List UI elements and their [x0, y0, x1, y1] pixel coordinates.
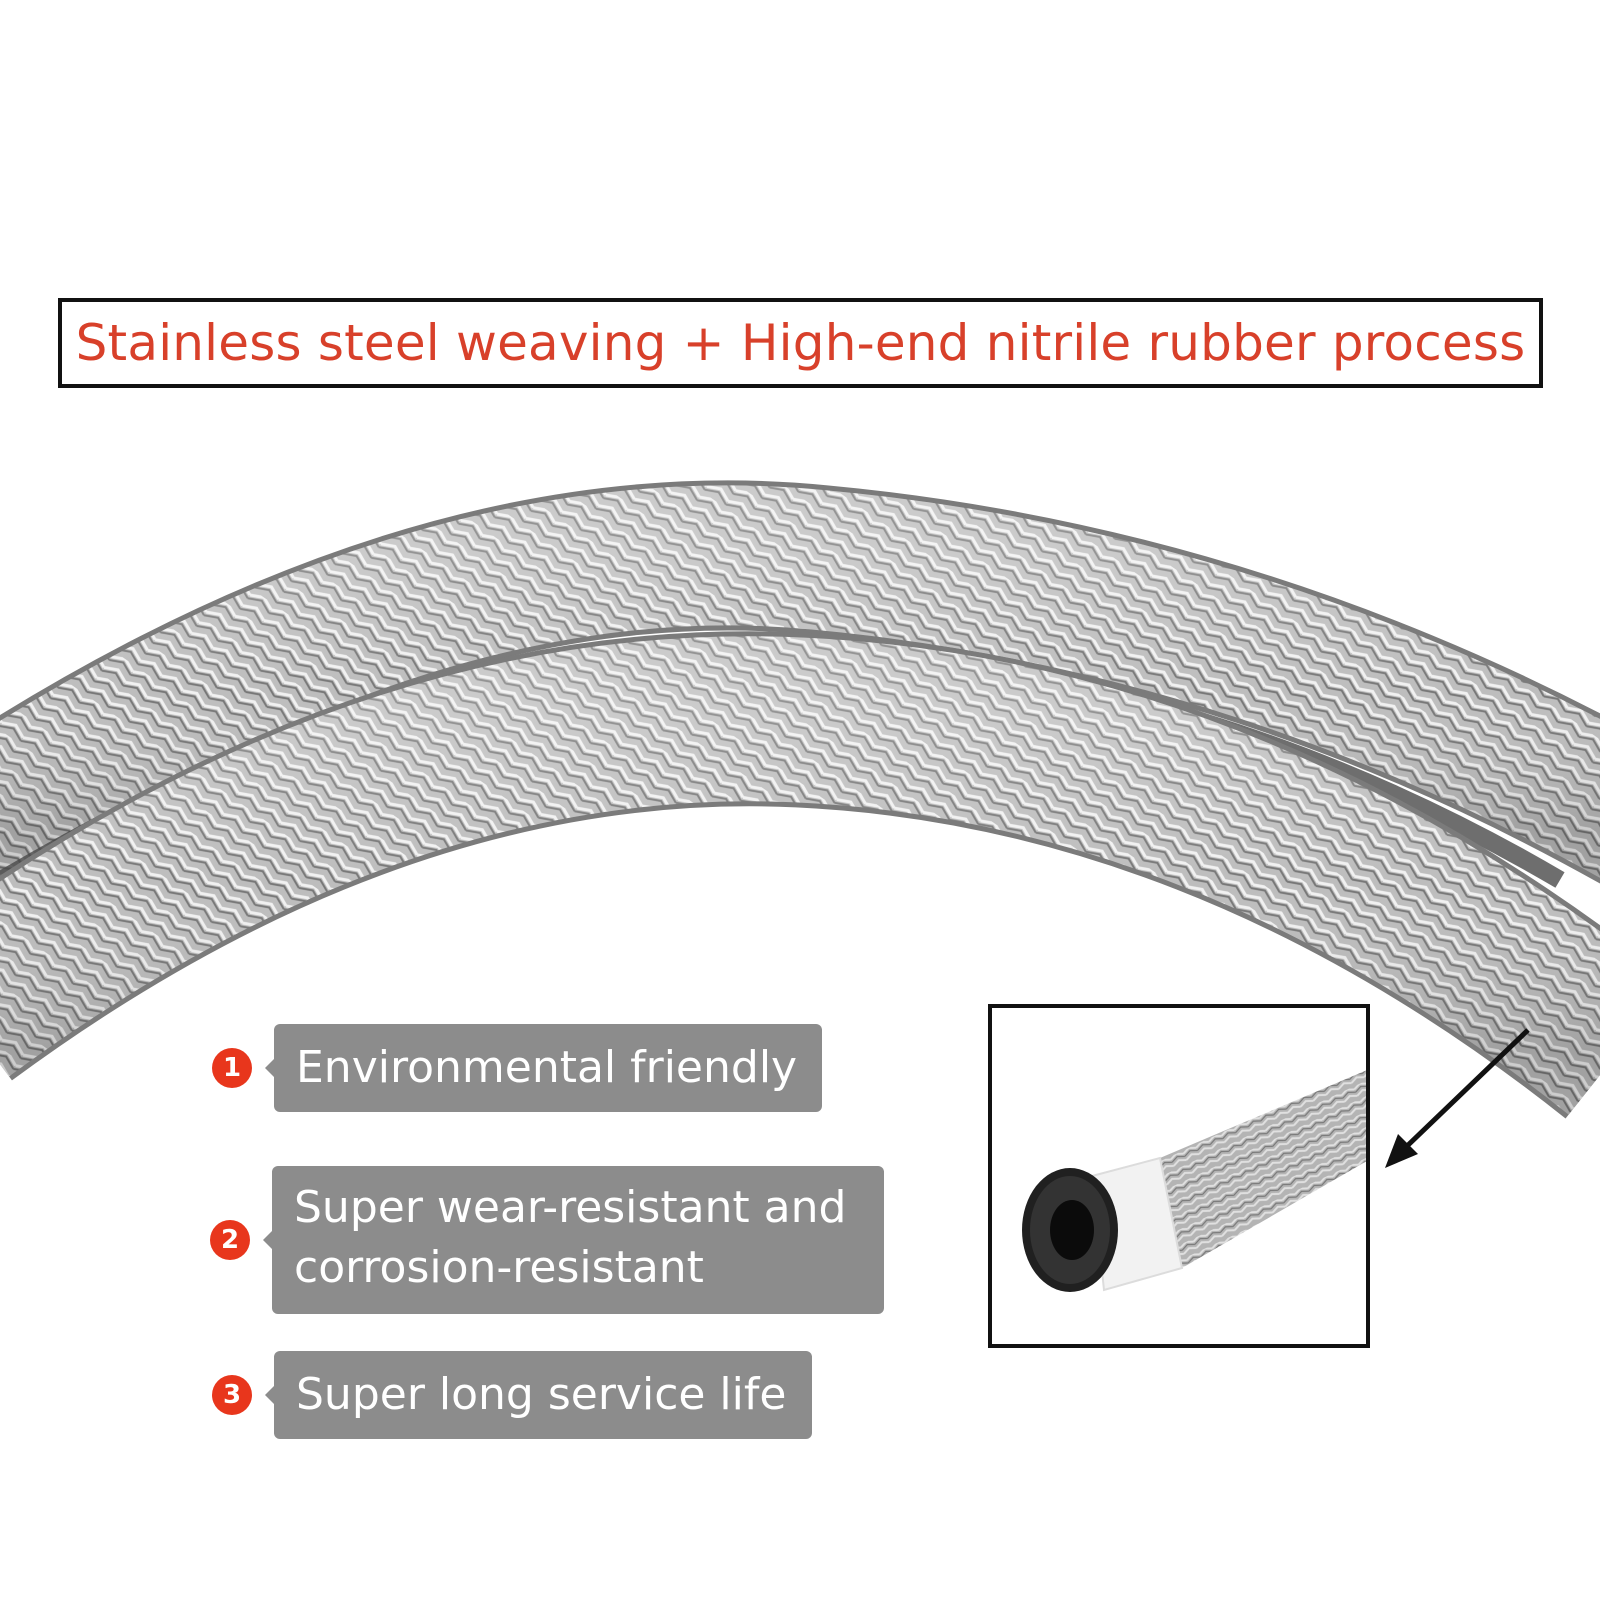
feature-item-3: 3 Super long service life: [212, 1351, 812, 1439]
feature-label: Super long service life: [265, 1351, 812, 1439]
feature-label: Environmental friendly: [265, 1024, 822, 1112]
hose-cross-section-icon: [1022, 1070, 1366, 1292]
number-badge: 1: [212, 1048, 252, 1088]
feature-item-1: 1 Environmental friendly: [212, 1024, 822, 1112]
number-badge: 3: [212, 1375, 252, 1415]
feature-label: Super wear-resistant and corrosion-resis…: [263, 1166, 884, 1314]
number-badge: 2: [210, 1220, 250, 1260]
arrow-down-left-icon: [1385, 1028, 1530, 1168]
headline-text: Stainless steel weaving + High-end nitri…: [75, 314, 1526, 372]
cross-section-inset: [988, 1004, 1370, 1348]
feature-item-2: 2 Super wear-resistant and corrosion-res…: [210, 1166, 884, 1314]
headline-box: Stainless steel weaving + High-end nitri…: [58, 298, 1543, 388]
